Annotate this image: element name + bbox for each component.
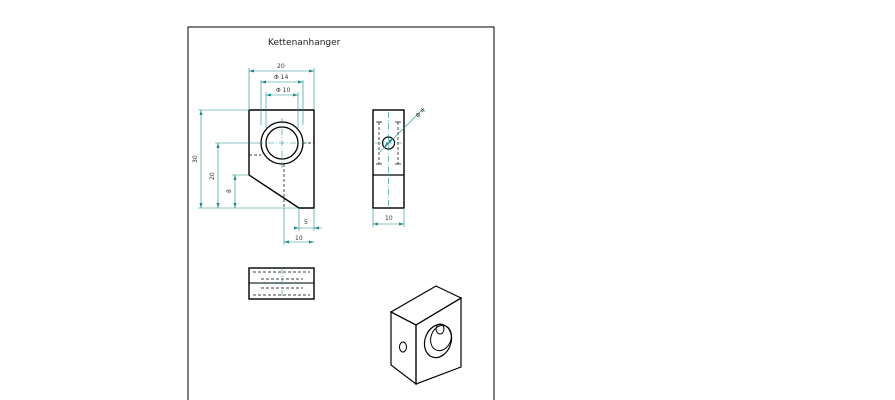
dim-width-label: 20 bbox=[277, 63, 285, 70]
dim-height-total-label: 30 bbox=[192, 155, 199, 163]
iso-right-face bbox=[415, 296, 462, 385]
side-view bbox=[372, 109, 405, 209]
isometric-view bbox=[389, 285, 463, 386]
drawing-frame bbox=[187, 26, 495, 400]
dim-dia-inner-label: Φ 10 bbox=[276, 87, 290, 94]
dim-bottom-large-label: 10 bbox=[295, 235, 303, 242]
dim-side-width-label: 10 bbox=[385, 215, 393, 222]
side-view-outline bbox=[372, 109, 405, 209]
top-view bbox=[248, 267, 315, 300]
iso-small-hole bbox=[399, 341, 407, 353]
front-view-dimensions bbox=[198, 68, 322, 245]
front-view-arrowheads bbox=[199, 69, 319, 244]
dim-dia-outer-label: Φ 14 bbox=[274, 74, 288, 81]
drawing-title: Kettenanhanger bbox=[268, 38, 341, 48]
iso-inner-bore bbox=[430, 324, 452, 352]
dim-height-low-label: 8 bbox=[226, 189, 233, 193]
side-view-arrowheads bbox=[373, 138, 404, 226]
iso-bore-depth bbox=[435, 323, 445, 335]
dim-height-mid-label: 20 bbox=[209, 172, 216, 180]
dim-bottom-small-label: 5 bbox=[304, 219, 308, 226]
